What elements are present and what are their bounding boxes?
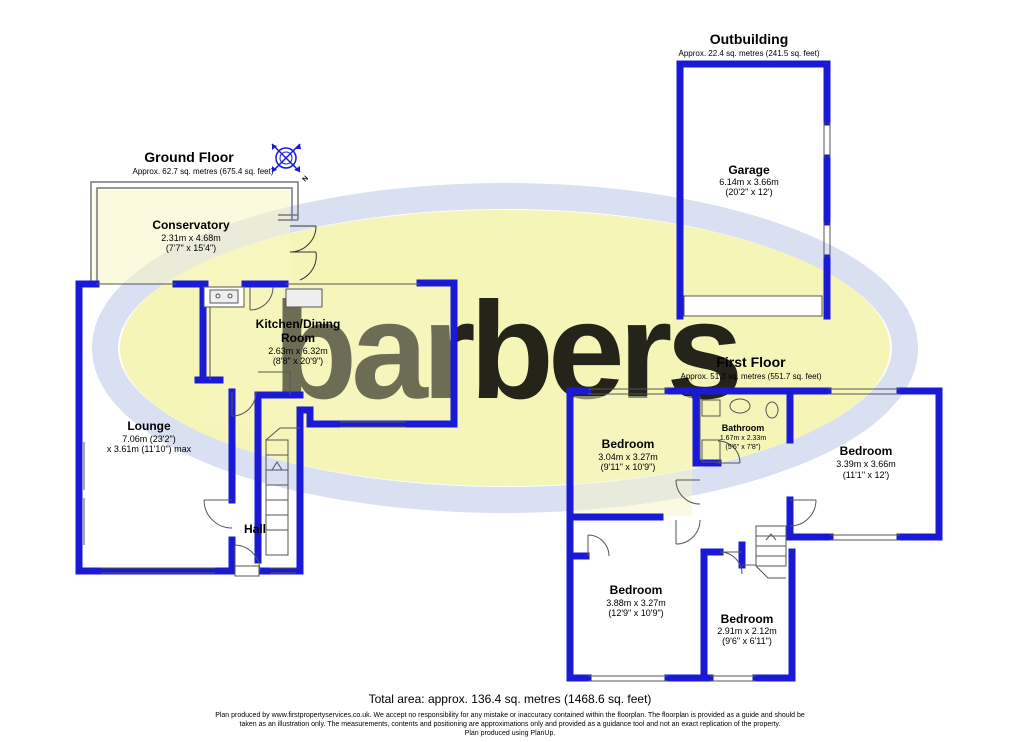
lounge-imperial: x 3.61m (11'10") max bbox=[107, 444, 192, 454]
bedroom2-imperial: (11'1" x 12') bbox=[843, 470, 890, 480]
first-floor: First Floor Approx. 51.3 sq. metres (551… bbox=[566, 354, 943, 682]
outbuilding-area: Approx. 22.4 sq. metres (241.5 sq. feet) bbox=[679, 49, 820, 58]
bedroom4-label: Bedroom bbox=[721, 612, 774, 626]
conservatory-door-2 bbox=[290, 251, 317, 281]
ground-floor-details bbox=[83, 283, 420, 577]
disclaimer-line-3: Plan produced using PlanUp. bbox=[465, 730, 556, 737]
bedroom2-label: Bedroom bbox=[840, 444, 893, 458]
hall-label: Hall bbox=[244, 522, 266, 536]
lounge-metric: 7.06m (23'2") bbox=[122, 434, 175, 444]
garage-label: Garage bbox=[728, 163, 770, 177]
first-floor-area: Approx. 51.3 sq. metres (551.7 sq. feet) bbox=[681, 372, 822, 381]
lounge-label: Lounge bbox=[127, 419, 171, 433]
garage-details bbox=[683, 122, 831, 317]
conservatory-metric: 2.31m x 4.68m bbox=[161, 233, 221, 243]
ground-floor-title: Ground Floor bbox=[144, 149, 234, 165]
bedroom3-metric: 3.88m x 3.27m bbox=[606, 598, 666, 608]
bedroom4-metric: 2.91m x 2.12m bbox=[717, 626, 777, 636]
conservatory-floor bbox=[94, 190, 290, 284]
bedroom3-label: Bedroom bbox=[610, 583, 663, 597]
watermark-ring bbox=[92, 183, 918, 513]
kitchen-label-1: Kitchen/Dining bbox=[256, 317, 341, 331]
kitchen-imperial: (8'8" x 20'9") bbox=[273, 356, 323, 366]
bedroom2-metric: 3.39m x 3.66m bbox=[836, 459, 896, 469]
ground-floor-area: Approx. 62.7 sq. metres (675.4 sq. feet) bbox=[133, 167, 274, 176]
total-area: Total area: approx. 136.4 sq. metres (14… bbox=[369, 692, 652, 706]
garage-imperial: (20'2" x 12') bbox=[725, 187, 772, 197]
bathroom-imperial: (5'6" x 7'8") bbox=[725, 444, 760, 451]
ground-floor-walls bbox=[75, 279, 458, 575]
compass-north-label: N bbox=[301, 175, 310, 184]
outbuilding: Outbuilding Approx. 22.4 sq. metres (241… bbox=[676, 31, 831, 320]
bathroom-metric: 1.67m x 2.33m bbox=[720, 435, 766, 442]
first-floor-details bbox=[587, 388, 900, 682]
bedroom4-imperial: (9'6" x 6'11") bbox=[722, 636, 772, 646]
bathroom-label: Bathroom bbox=[722, 423, 765, 433]
disclaimer-line-1: Plan produced by www.firstpropertyservic… bbox=[215, 712, 805, 719]
kitchen-metric: 2.63m x 6.32m bbox=[268, 346, 328, 356]
outbuilding-title: Outbuilding bbox=[710, 31, 789, 47]
bedroom3-imperial: (12'9" x 10'9") bbox=[608, 608, 663, 618]
first-floor-title: First Floor bbox=[716, 354, 786, 370]
garage-walls bbox=[676, 60, 831, 320]
bedroom1-floor bbox=[574, 396, 692, 516]
conservatory-label: Conservatory bbox=[152, 218, 230, 232]
first-floor-walls bbox=[566, 387, 943, 682]
bedroom1-imperial: (9'11" x 10'9") bbox=[601, 462, 656, 472]
bedroom1-label: Bedroom bbox=[602, 437, 655, 451]
compass-icon: N bbox=[271, 143, 310, 184]
ground-floor: Ground Floor Approx. 62.7 sq. metres (67… bbox=[75, 143, 458, 577]
conservatory-imperial: (7'7" x 15'4") bbox=[166, 243, 216, 253]
bedroom1-metric: 3.04m x 3.27m bbox=[598, 452, 658, 462]
disclaimer-line-2: taken as an illustration only. The measu… bbox=[240, 721, 781, 728]
kitchen-label-2: Room bbox=[281, 331, 315, 345]
conservatory-walls bbox=[90, 181, 299, 284]
garage-metric: 6.14m x 3.66m bbox=[719, 177, 779, 187]
footer: Total area: approx. 136.4 sq. metres (14… bbox=[215, 692, 805, 737]
